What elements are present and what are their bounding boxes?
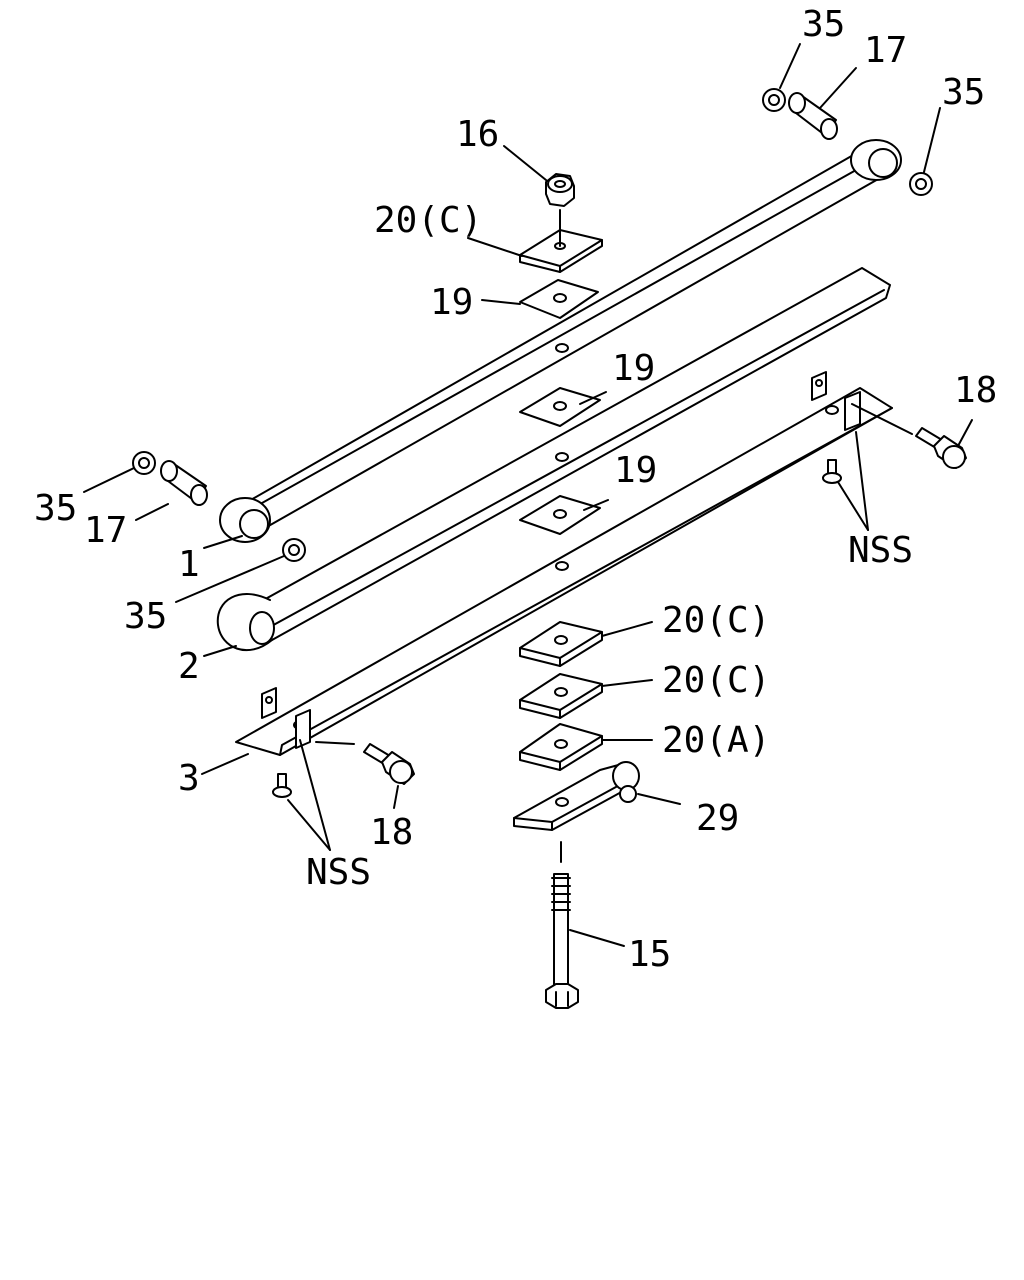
spring-pad-19-lower: [519, 495, 601, 535]
bushing-17-top: [788, 92, 838, 140]
callout-nss: NSS: [848, 530, 913, 571]
plate-20a: [519, 723, 603, 771]
plate-20c-lower: [519, 673, 603, 719]
callout-labels: 35 17 35 16 20(C) 19 19 19 18 35 17 1 NS…: [34, 4, 997, 975]
bushing-17-lower: [160, 460, 208, 506]
bolt-15: [545, 841, 579, 1009]
callout-16: 16: [456, 114, 499, 155]
bracket-29: [513, 761, 640, 831]
nut-16: [545, 173, 575, 247]
callout-29: 29: [696, 798, 739, 839]
callout-19: 19: [612, 348, 655, 389]
rivet-nss-left: [272, 773, 292, 798]
callout-20a: 20(A): [662, 720, 770, 761]
callout-3: 3: [178, 758, 200, 799]
callout-19: 19: [430, 282, 473, 323]
leaf-spring-2: [216, 267, 891, 651]
callout-nss: NSS: [306, 852, 371, 893]
washer-35-lower-right: [282, 538, 306, 562]
callout-2: 2: [178, 646, 200, 687]
callout-35: 35: [942, 72, 985, 113]
bolt-18-right: [915, 427, 967, 469]
callout-18: 18: [370, 812, 413, 853]
callout-19: 19: [614, 450, 657, 491]
spring-pad-19-middle: [519, 387, 601, 427]
callout-35: 35: [124, 596, 167, 637]
callout-15: 15: [628, 934, 671, 975]
callout-17: 17: [864, 30, 907, 71]
washer-35-top-right: [909, 172, 933, 196]
bolt-18-left: [363, 743, 415, 785]
callout-35: 35: [802, 4, 845, 45]
leaf-spring-3: [235, 371, 893, 756]
spring-pad-19-top: [519, 279, 599, 319]
washer-35-top-left: [762, 88, 786, 112]
callout-20c: 20(C): [662, 660, 770, 701]
callout-17: 17: [84, 510, 127, 551]
callout-18: 18: [954, 370, 997, 411]
callout-1: 1: [178, 544, 200, 585]
callout-20c: 20(C): [374, 200, 482, 241]
callout-35: 35: [34, 488, 77, 529]
leader-lines: [83, 43, 973, 947]
plate-20c-upper: [519, 621, 603, 667]
callout-20c: 20(C): [662, 600, 770, 641]
rivet-nss-right: [822, 459, 842, 484]
washer-35-lower-left: [132, 451, 156, 475]
leaf-spring-1: [219, 139, 902, 543]
